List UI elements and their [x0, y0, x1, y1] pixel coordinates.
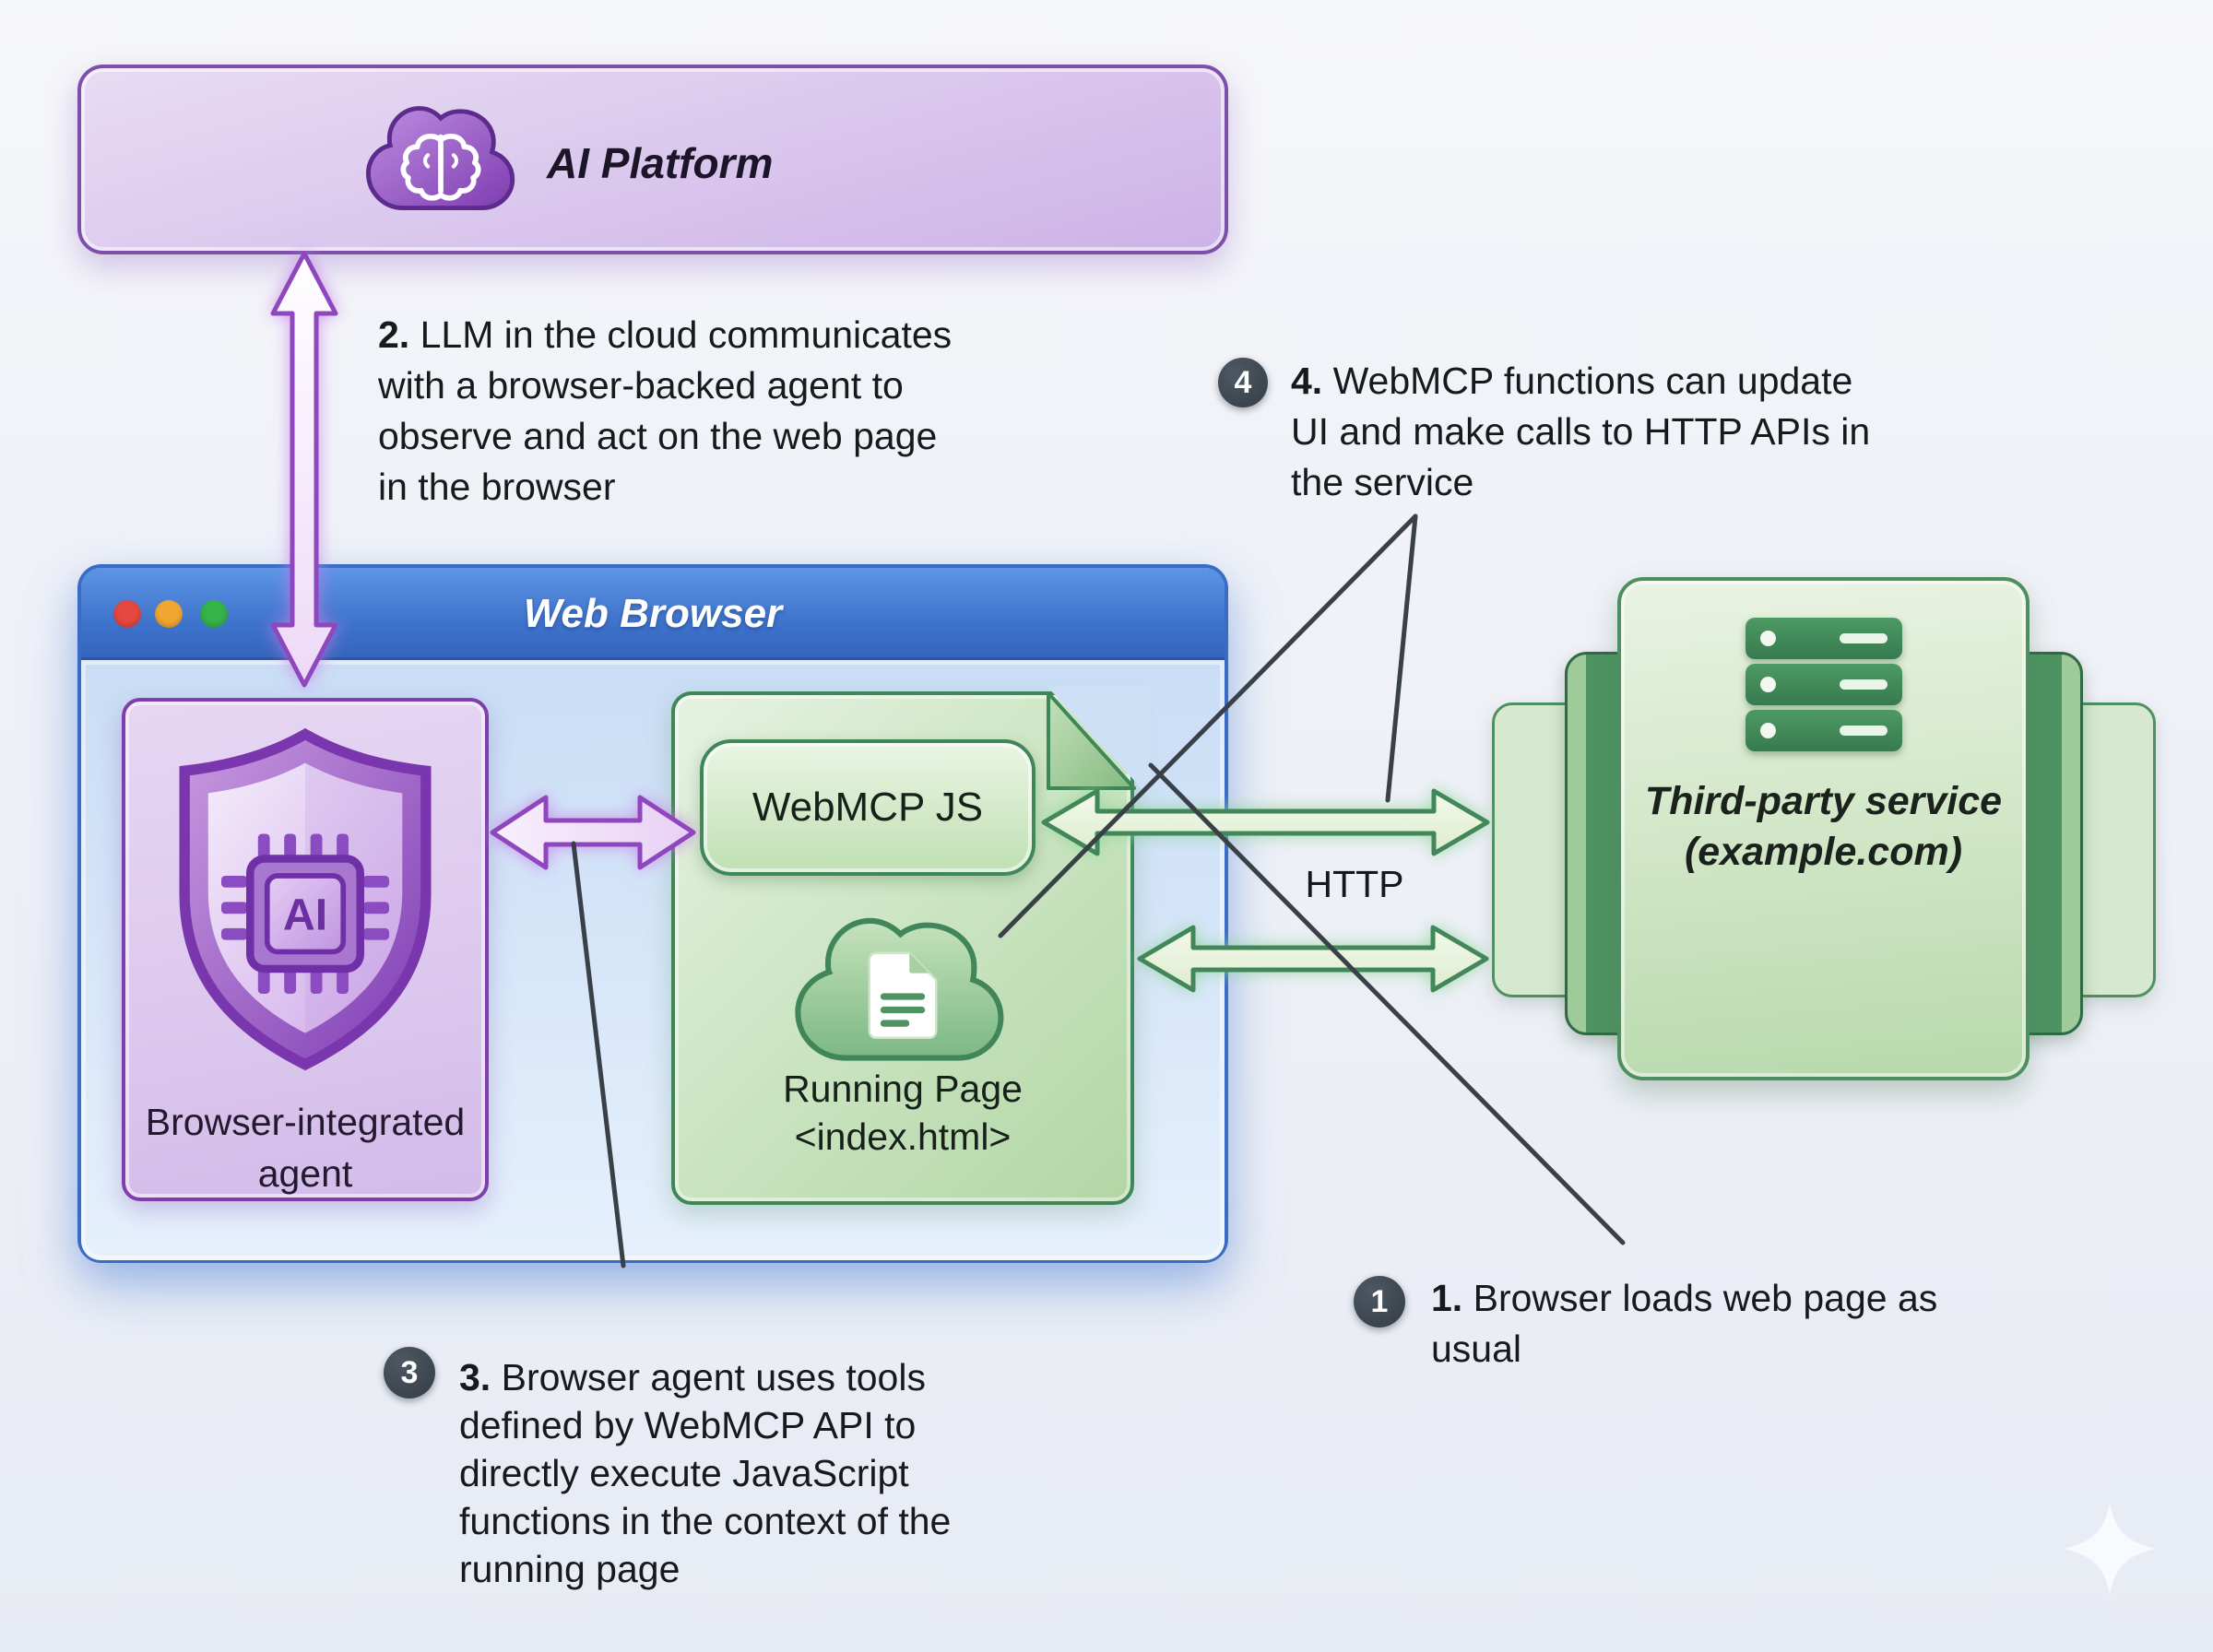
svg-text:AI: AI: [283, 890, 327, 939]
browser-title: Web Browser: [523, 591, 783, 636]
maximize-window-icon: [200, 600, 228, 628]
sparkle-icon: [2064, 1501, 2156, 1597]
browser-agent-box: AI Browser-integrated agent: [122, 698, 489, 1201]
note-2: 2. LLM in the cloud communicates with a …: [378, 313, 953, 508]
cloud-brain-icon: [365, 106, 515, 210]
third-party-service-card: Third-party service (example.com): [1617, 577, 2030, 1080]
running-page-label: Running Page <index.html>: [783, 1068, 1023, 1158]
badge-1: 1: [1354, 1276, 1405, 1328]
http-label: HTTP: [1305, 863, 1404, 905]
webmcp-js-box: WebMCP JS: [700, 739, 1035, 876]
ai-platform-label: AI Platform: [547, 139, 774, 187]
folded-corner: [1047, 686, 1151, 798]
pointer-note4-arrow: [1385, 513, 1418, 803]
note-1: 1. Browser loads web page as usual: [1431, 1277, 1938, 1370]
browser-titlebar: Web Browser: [81, 568, 1225, 660]
cloud-document-icon: [795, 917, 1004, 1061]
minimize-window-icon: [155, 600, 183, 628]
badge-4: 4: [1218, 358, 1268, 407]
agent-label: Browser-integrated agent: [145, 1101, 466, 1195]
ai-shield-icon: AI: [179, 727, 432, 1071]
note-4: 4. WebMCP functions can update UI and ma…: [1291, 360, 1871, 503]
close-window-icon: [113, 600, 141, 628]
server-icon: [1621, 618, 2026, 765]
badge-3: 3: [384, 1347, 435, 1398]
service-label: Third-party service (example.com): [1644, 779, 2003, 874]
note-3: 3. Browser agent uses tools defined by W…: [459, 1356, 952, 1590]
ai-platform-box: AI Platform: [77, 65, 1228, 254]
